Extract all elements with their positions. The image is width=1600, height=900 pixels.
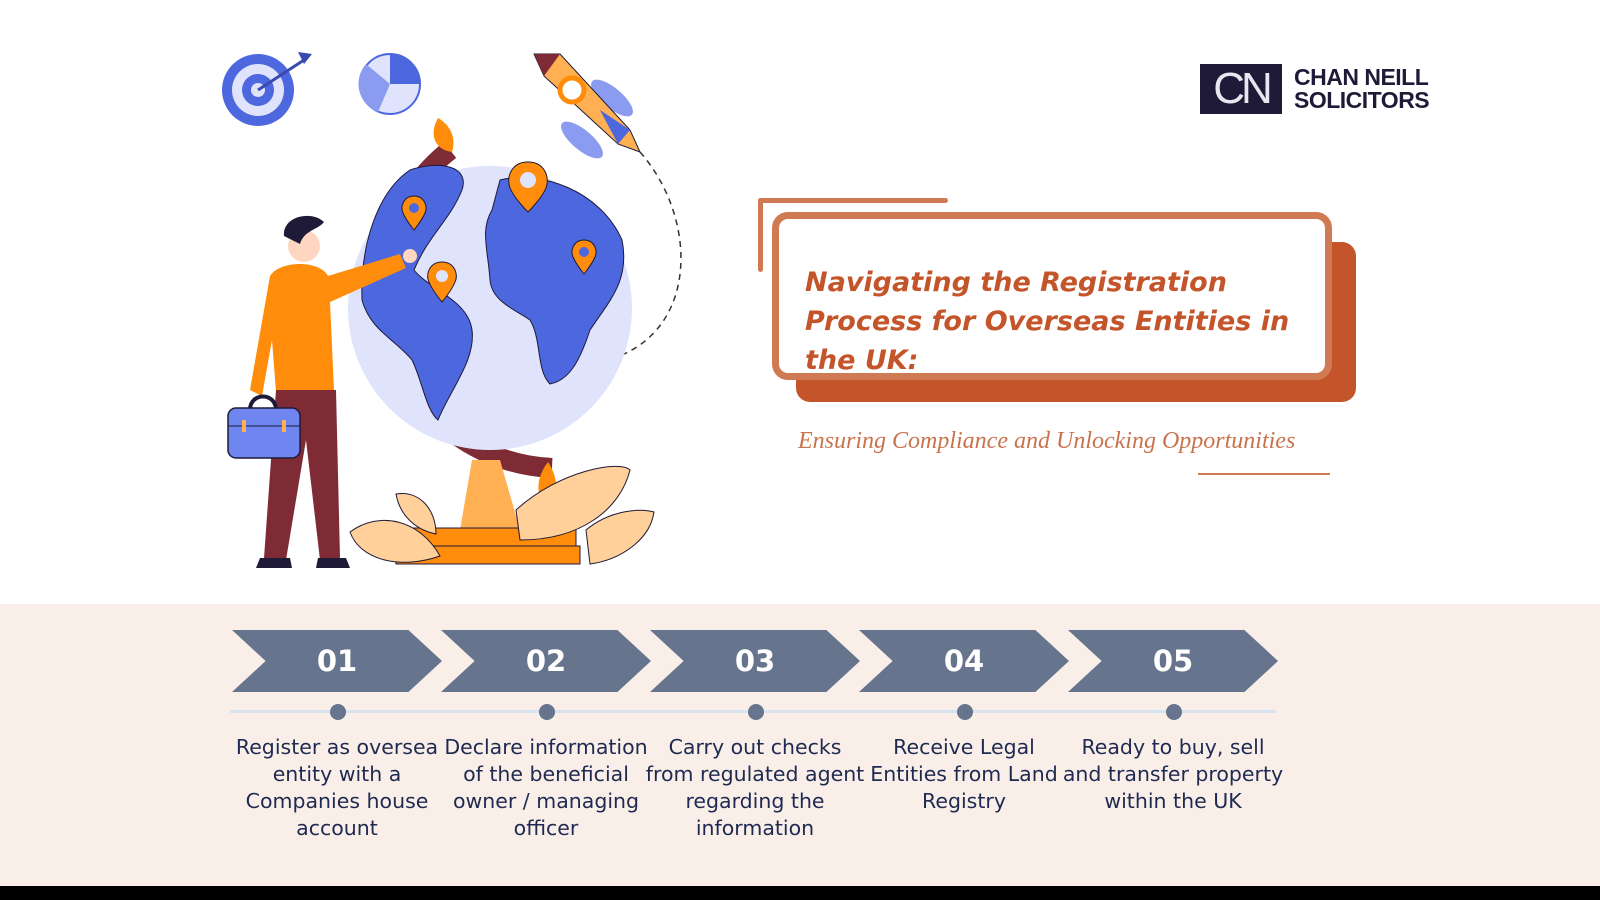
- globe-illustration: [222, 52, 682, 568]
- timeline-dot: [957, 704, 973, 720]
- title-frame-accent-left: [758, 198, 763, 272]
- step-chevron: [859, 630, 1069, 692]
- page-subtitle: Ensuring Compliance and Unlocking Opport…: [798, 428, 1296, 454]
- step-number: 01: [316, 644, 358, 678]
- logo-name-line2: SOLICITORS: [1294, 87, 1430, 113]
- step-number: 03: [734, 644, 776, 678]
- timeline-dot: [539, 704, 555, 720]
- step-description: Ready to buy, sell and transfer property…: [1062, 735, 1284, 813]
- timeline-dot: [1166, 704, 1182, 720]
- subtitle-divider: [1198, 473, 1330, 475]
- step-number: 02: [525, 644, 567, 678]
- step-chevron: [441, 630, 651, 692]
- page-title: Navigating the Registration Process for …: [805, 267, 1290, 376]
- pie-chart-icon: [358, 53, 421, 115]
- step-description: Carry out checks from regulated agent re…: [645, 735, 865, 840]
- map-pin-icon: [401, 161, 597, 303]
- step-03: 03 Carry out checks from regulated agent…: [646, 630, 864, 850]
- step-chevron: [232, 630, 442, 692]
- rocket-icon: [533, 53, 641, 159]
- step-description: Register as oversea entity with a Compan…: [235, 735, 439, 840]
- title-frame: Navigating the Registration Process for …: [756, 198, 1376, 418]
- timeline-dot: [330, 704, 346, 720]
- step-05: 05 Ready to buy, sell and transfer prope…: [1063, 630, 1283, 850]
- step-number: 04: [943, 644, 985, 678]
- bottom-bar: [0, 886, 1600, 900]
- globe-icon: [348, 118, 632, 510]
- step-description: Receive Legal Entities from Land Registr…: [870, 735, 1058, 813]
- logo-name-line1: CHAN NEILL: [1294, 64, 1429, 90]
- step-chevron: [650, 630, 860, 692]
- step-02: 02 Declare information of the beneficial…: [441, 630, 651, 850]
- briefcase-icon: [227, 394, 301, 459]
- timeline-dot: [748, 704, 764, 720]
- step-01: 01 Register as oversea entity with a Com…: [232, 630, 442, 850]
- company-logo: CN CHAN NEILL SOLICITORS: [1200, 64, 1440, 116]
- step-description: Declare information of the beneficial ow…: [444, 735, 648, 840]
- leaf-icon: [349, 465, 655, 565]
- step-number: 05: [1152, 644, 1194, 678]
- logo-monogram: CN: [1200, 64, 1282, 114]
- step-04: 04 Receive Legal Entities from Land Regi…: [859, 630, 1069, 850]
- title-box: Navigating the Registration Process for …: [772, 212, 1332, 380]
- target-icon: [222, 52, 312, 126]
- logo-wordmark: CHAN NEILL SOLICITORS: [1294, 64, 1430, 113]
- step-chevron: [1068, 630, 1278, 692]
- title-frame-accent-top: [758, 198, 948, 203]
